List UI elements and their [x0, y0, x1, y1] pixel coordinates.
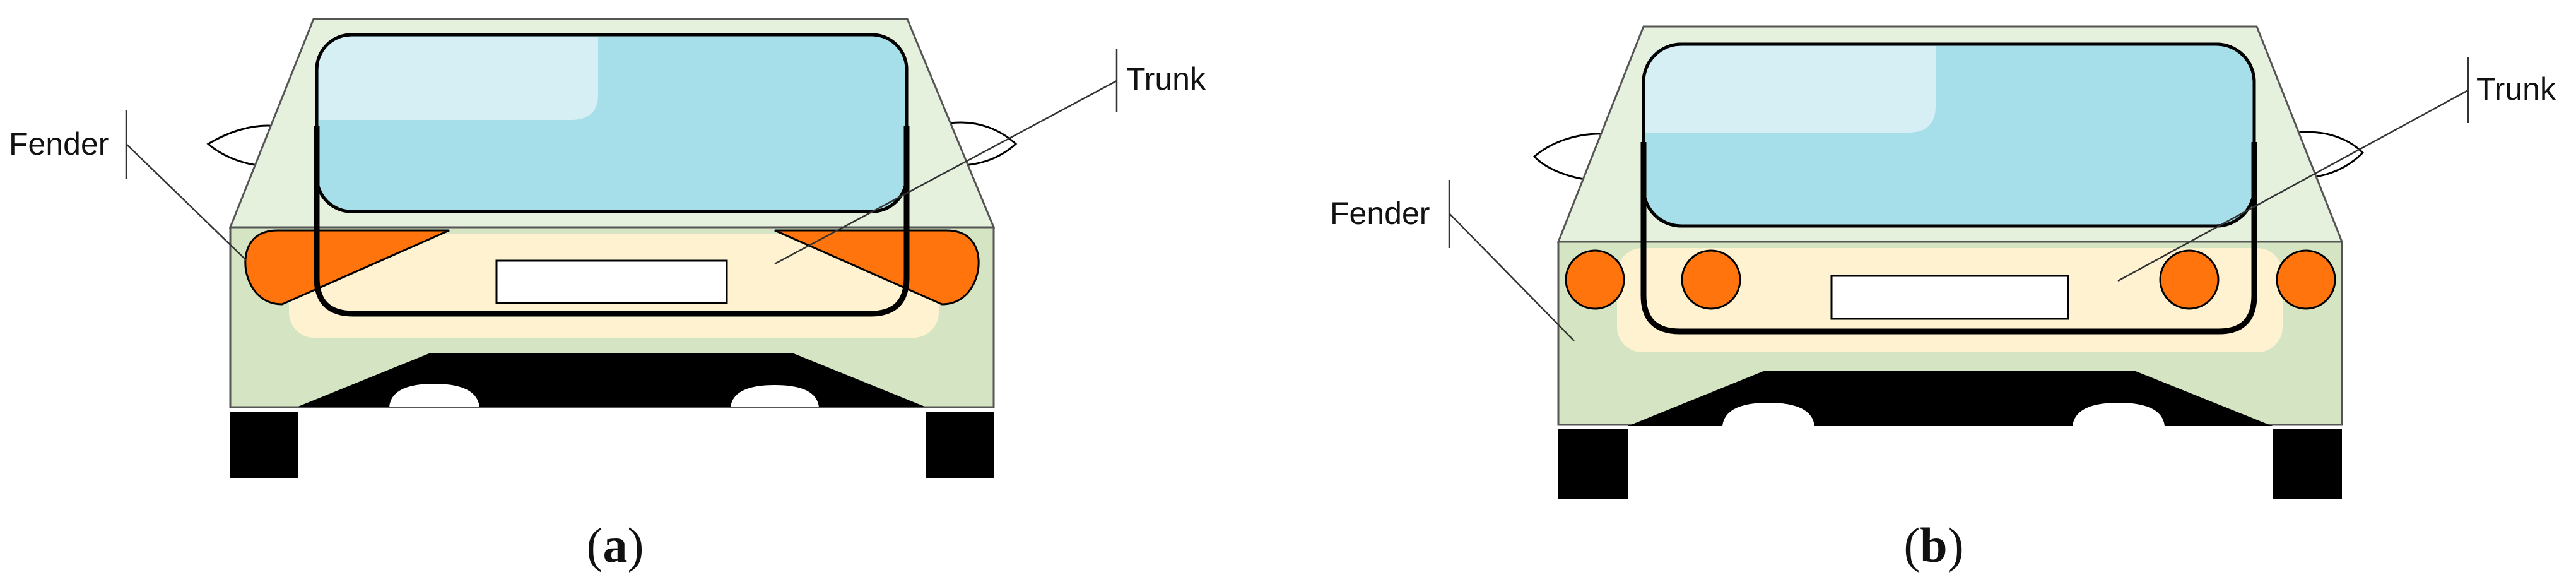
exhaust-left — [1722, 403, 1814, 426]
trunk-outline — [1640, 142, 2257, 335]
fender-label: Fender — [1330, 196, 1430, 231]
window-highlight — [319, 37, 598, 120]
fender-callout-leader — [1449, 213, 1575, 341]
license-plate — [495, 259, 728, 304]
left-wheel — [1558, 429, 1628, 499]
inner-right-tail-light — [2159, 249, 2220, 310]
trunk-label: Trunk — [2476, 71, 2556, 107]
exhaust-right — [2073, 403, 2165, 426]
caption-a: (a) — [587, 518, 644, 573]
outer-right-tail-light — [2276, 249, 2336, 310]
right-tail-light — [774, 229, 980, 306]
fender-label: Fender — [9, 126, 109, 162]
window-highlight — [1645, 46, 1936, 133]
outer-left-tail-light — [1565, 249, 1625, 310]
right-mirror — [948, 121, 1018, 167]
caption-b: (b) — [1903, 518, 1963, 573]
left-tail-light — [244, 229, 450, 306]
panel-b: Fender Trunk (b) — [1330, 25, 2556, 573]
exhaust-left — [389, 384, 479, 407]
panel-a: Fender Trunk (a) — [9, 18, 1206, 573]
right-wheel — [926, 412, 994, 478]
trunk-outline — [314, 126, 910, 317]
license-plate — [1830, 275, 2069, 320]
inner-left-tail-light — [1681, 249, 1741, 310]
exhaust-right — [731, 385, 819, 407]
right-wheel — [2273, 429, 2342, 499]
left-wheel — [230, 412, 298, 478]
trunk-callout-leader — [2117, 89, 2469, 282]
trunk-label: Trunk — [1126, 61, 1206, 97]
trunk-callout-leader — [774, 80, 1117, 265]
fender-callout-leader — [126, 143, 247, 261]
